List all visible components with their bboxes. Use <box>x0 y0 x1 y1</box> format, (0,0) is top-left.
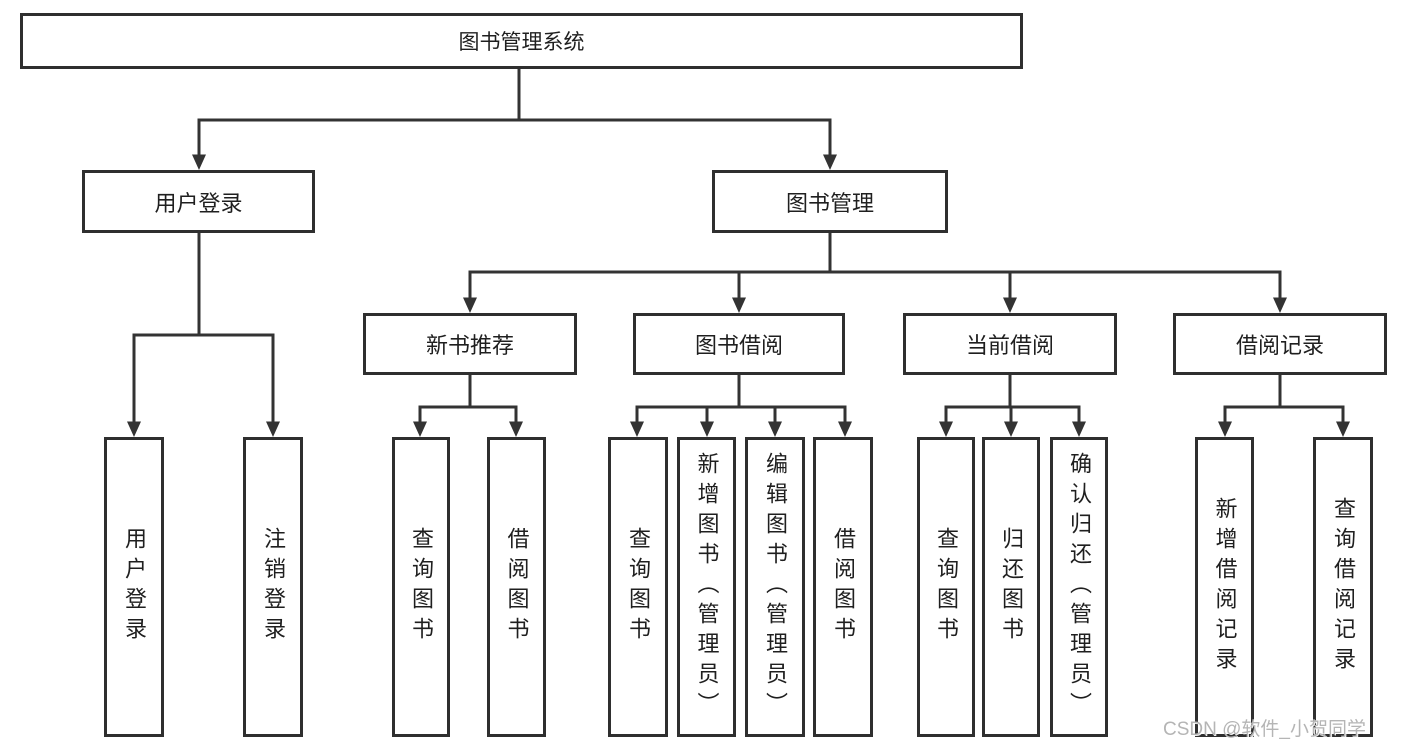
leaf-edit-books-admin: 编辑图书（管理员） <box>745 437 805 737</box>
node-label: 新书推荐 <box>425 333 514 358</box>
leaf-borrow-books: 借阅图书 <box>813 437 873 737</box>
node-label: 图书管理 <box>785 190 874 216</box>
node-label: 编辑图书（管理员） <box>763 452 788 722</box>
node-borrow-records: 借阅记录 <box>1173 313 1387 375</box>
node-label: 图书借阅 <box>694 333 783 358</box>
leaf-borrow-books-recommend: 借阅图书 <box>487 437 546 737</box>
node-new-book-recommend: 新书推荐 <box>363 313 577 375</box>
leaf-query-borrow-record: 查询借阅记录 <box>1313 437 1373 737</box>
leaf-logout: 注销登录 <box>243 437 303 737</box>
leaf-query-books-recommend: 查询图书 <box>392 437 450 737</box>
node-label: 用户登录 <box>122 527 147 647</box>
csdn-watermark: CSDN @软件_小贺同学 <box>1163 719 1366 740</box>
node-current-borrowing: 当前借阅 <box>903 313 1117 375</box>
node-label: 当前借阅 <box>965 333 1054 358</box>
arrowhead-icons <box>127 154 1350 437</box>
node-label: 图书管理系统 <box>458 31 585 54</box>
leaf-return-books: 归还图书 <box>982 437 1040 737</box>
connector-lines <box>132 69 1345 423</box>
leaf-add-books-admin: 新增图书（管理员） <box>677 437 736 737</box>
node-label: 借阅图书 <box>831 527 856 647</box>
node-label: 归还图书 <box>999 527 1024 647</box>
node-label: 查询借阅记录 <box>1331 497 1356 677</box>
leaf-confirm-return-admin: 确认归还（管理员） <box>1050 437 1108 737</box>
leaf-user-login: 用户登录 <box>104 437 164 737</box>
node-user-login: 用户登录 <box>82 170 315 233</box>
node-label: 查询图书 <box>409 527 434 647</box>
node-label: 查询图书 <box>934 527 959 647</box>
node-book-borrowing: 图书借阅 <box>633 313 845 375</box>
node-label: 新增借阅记录 <box>1212 497 1238 677</box>
node-book-management: 图书管理 <box>712 170 948 233</box>
node-label: 确认归还（管理员） <box>1067 452 1092 722</box>
leaf-query-books-current: 查询图书 <box>917 437 975 737</box>
leaf-add-borrow-record: 新增借阅记录 <box>1195 437 1254 737</box>
node-label: 借阅图书 <box>504 527 530 647</box>
node-label: 查询图书 <box>626 527 651 647</box>
node-label: 用户登录 <box>154 190 243 216</box>
node-root-library-system: 图书管理系统 <box>20 13 1023 69</box>
node-label: 借阅记录 <box>1235 333 1324 358</box>
node-label: 新增图书（管理员） <box>694 452 720 722</box>
node-label: 注销登录 <box>261 527 286 647</box>
leaf-query-books-borrowing: 查询图书 <box>608 437 668 737</box>
